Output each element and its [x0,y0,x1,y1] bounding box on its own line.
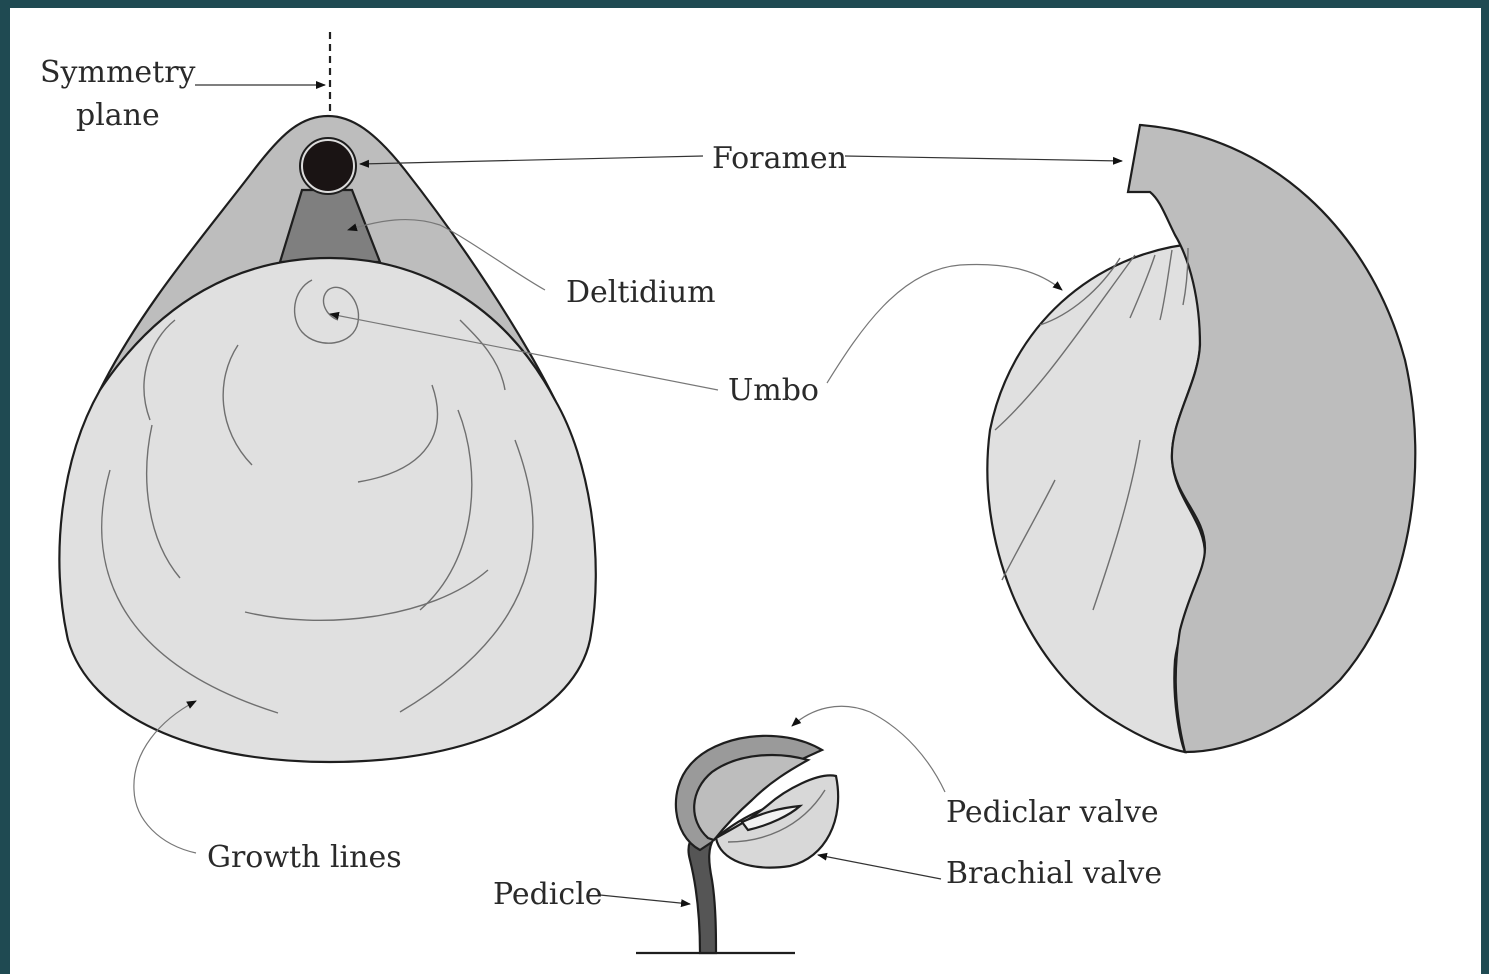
label-umbo: Umbo [728,373,819,408]
shell-dorsal-view [59,32,595,762]
label-symmetry-line1: Symmetry [40,55,196,90]
foramen-hole [300,138,356,194]
brachiopod-on-pedicle [636,736,838,953]
diagram-canvas: Symmetry plane Foramen Deltidium Umbo Gr… [10,8,1481,974]
label-pedicle: Pedicle [493,877,603,912]
brachial-valve-lateral [987,243,1205,752]
label-brachial-valve: Brachial valve [946,856,1162,891]
label-foramen: Foramen [712,141,847,176]
shell-lateral-view [987,125,1415,752]
label-pediclar-valve: Pediclar valve [946,795,1159,830]
label-growth-lines: Growth lines [207,840,402,875]
label-symmetry-line2: plane [76,98,160,133]
brachiopod-diagram: Symmetry plane Foramen Deltidium Umbo Gr… [10,8,1481,974]
label-deltidium: Deltidium [566,275,716,310]
